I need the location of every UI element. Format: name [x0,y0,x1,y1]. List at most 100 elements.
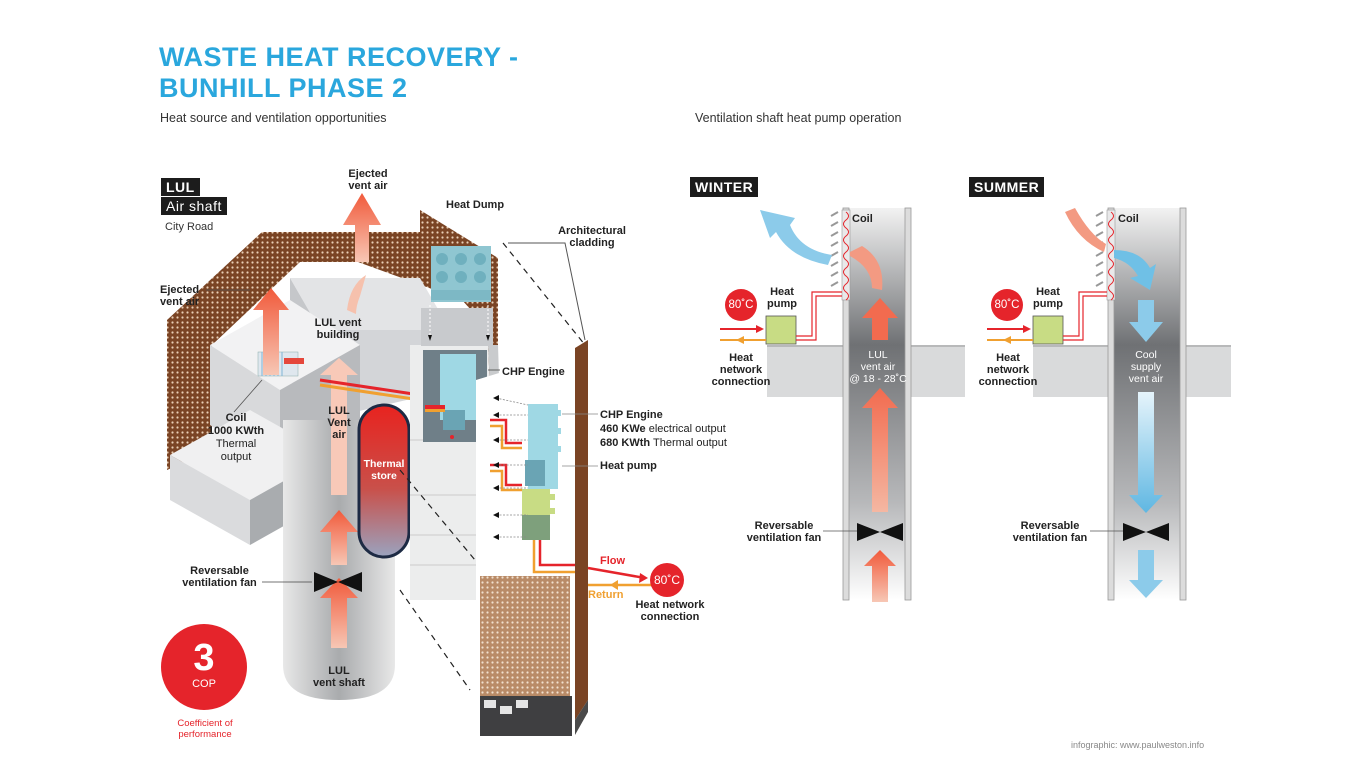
heat-pump-detail [522,489,550,515]
title-line-1: WASTE HEAT RECOVERY - [159,42,519,72]
label-line: Heat network [635,599,705,611]
label-line: Thermal [363,458,405,470]
label-line: connection [711,376,771,388]
winter-shaft-air-label: LUL vent air @ 18 - 28˚C [848,349,908,385]
cop-description: Coefficient of performance [160,718,250,740]
label-line: Ejected [160,284,200,296]
chp-engine-callout: CHP Engine 460 KWe electrical output 680… [600,408,727,450]
fan-right [338,572,362,592]
label-line: pump [1033,298,1063,310]
label-line: ventilation fan [182,577,257,589]
summer-network-label: Heat network connection [971,352,1045,388]
label-line: cladding [569,237,615,249]
chp-callout-label: CHP Engine [600,409,663,421]
vent-air-arrow-long [320,358,358,495]
label-line: vent shaft [313,677,365,689]
coil-callout: Coil 1000 KWth Thermal output [196,412,276,464]
winter-tag: WINTER [690,177,759,197]
winter-heat-pump-label: Heat pump [762,286,802,310]
winter-fan-right [880,523,903,541]
cop-badge: 3 COP [161,624,247,710]
brick-wall-back [262,210,498,340]
reversable-fan-label: Reversable ventilation fan [172,565,267,589]
winter-arrow-bottom [864,550,896,602]
label-line: Heat [1036,286,1060,298]
lul-vent-air-label: LUL Vent air [320,405,358,441]
label-line: vent air [348,180,388,192]
coil-desc: output [220,451,252,463]
label-line: ventilation fan [746,532,822,544]
page-title: WASTE HEAT RECOVERY - BUNHILL PHASE 2 [159,42,519,104]
winter-arrow-long [862,388,898,512]
summer-fan-left [1123,523,1146,541]
coil-desc: Thermal [215,438,257,450]
summer-heat-pump [1032,315,1064,345]
chp-engine-inner [440,354,476,420]
vent-building-top [290,278,450,330]
label-line: performance [178,729,232,740]
label-line: Ejected [348,168,388,180]
fan-left [314,572,338,592]
label-line: LUL [868,349,888,361]
label-line: building [316,329,360,341]
vent-air-arrow-low [320,578,358,648]
winter-exhaust-arrow [760,210,832,265]
ejected-arrow-left [253,288,289,375]
label-line: connection [640,611,700,623]
winter-coil-label: Coil [852,213,873,225]
label-line: store [371,470,397,482]
label-line: vent air [160,296,200,308]
thermal-output-value: 680 KWth [600,437,651,449]
cop-unit: COP [192,678,216,690]
network-temp-badge: 80˚C [650,563,684,597]
label-line: Heat [729,352,753,364]
heat-network-connection-label: Heat network connection [628,599,712,623]
label-line: supply [1130,361,1162,373]
location-tag: LUL Air shaft [161,178,227,216]
ejected-vent-air-left-label: Ejected vent air [160,284,210,308]
label-line: Coefficient of [177,718,233,729]
label-line: @ 18 - 28˚C [849,373,907,385]
cop-value: 3 [193,637,215,679]
summer-fan-right [1146,523,1169,541]
summer-arrow-upper [1129,300,1163,342]
coil-label: Coil [225,412,247,424]
ejected-vent-air-top-label: Ejected vent air [338,168,398,192]
thermal-store-label: Thermal store [359,458,409,482]
credit-footer: infographic: www.paulweston.info [1071,740,1205,750]
label-line: LUL [328,405,350,417]
summer-arrow-long [1129,392,1163,513]
winter-heat-pump [765,315,797,345]
cladding-brick-lower [480,576,570,696]
label-line: LUL [328,665,350,677]
label-line: Reversable [754,520,814,532]
lul-vent-building-label: LUL vent building [308,317,368,341]
summer-heat-pump-label: Heat pump [1028,286,1068,310]
brick-wall-left [167,232,358,470]
summer-intake-arrow [1065,208,1106,252]
winter-fan-left [857,523,880,541]
return-label: Return [588,589,624,601]
architectural-cladding-label: Architectural cladding [552,225,632,249]
label-line: network [719,364,763,376]
winter-arrow-upper [862,298,898,340]
cladding-brick-edge [575,340,588,720]
winter-network-label: Heat network connection [704,352,778,388]
label-line: air [332,429,346,441]
location-street: City Road [165,221,214,233]
label-line: vent air [860,361,896,373]
summer-coil-label: Coil [1118,213,1139,225]
label-line: ventilation fan [1012,532,1088,544]
label-line: Vent [327,417,351,429]
electrical-output-desc: electrical output [648,423,726,435]
location-tag-line2: Air shaft [161,197,227,215]
title-line-2: BUNHILL PHASE 2 [159,73,408,103]
right-subtitle: Ventilation shaft heat pump operation [695,111,902,125]
summer-cool-curl [1114,250,1156,290]
flow-label: Flow [600,555,626,567]
label-line: connection [978,376,1038,388]
summer-temp-badge: 80˚C [991,289,1023,321]
label-line: Heat [770,286,794,298]
vent-building-curl [347,275,366,314]
